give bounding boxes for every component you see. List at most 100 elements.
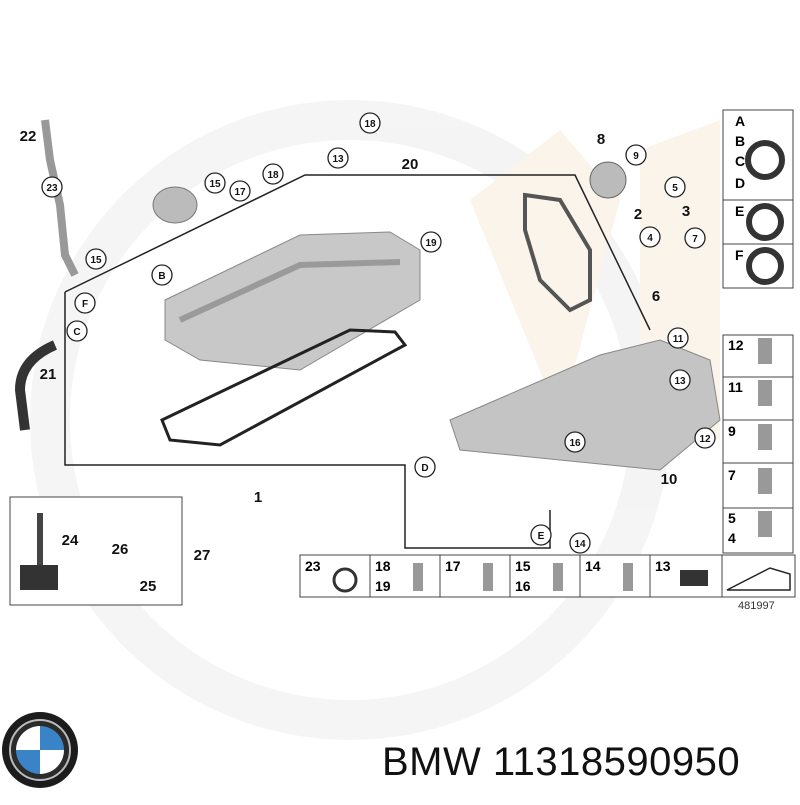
bolt-icon [553,563,563,591]
bolt-icon [483,563,493,591]
callout-label: 15 [209,179,221,190]
callout-label: 3 [682,203,690,220]
callout-circle [41,176,63,198]
callout-circle [530,524,552,546]
callout-label: E [538,531,545,542]
callout-label: 20 [402,156,419,173]
callout-1: 1 [254,489,262,506]
callout-B: B [151,264,173,286]
panel-letter: C [735,153,745,169]
callout-label: 18 [267,170,279,181]
callout-label: C [73,327,80,338]
bottom-panel-label: 13 [655,558,671,574]
callout-label: 2 [634,206,642,223]
main-frame [64,292,551,549]
fastener-icon [758,338,772,364]
bottom-panel-label: 19 [375,578,391,594]
callout-circle [85,248,107,270]
callout-3: 3 [682,203,690,220]
callout-23: 23 [41,176,63,198]
callout-circle [625,144,647,166]
callout-14: 14 [569,532,591,554]
callout-7: 7 [684,227,706,249]
callout-label: 4 [647,233,653,244]
callout-C: C [66,320,88,342]
side-panel-label: 12 [728,337,744,353]
callout-label: 10 [661,471,678,488]
diagram-id: 481997 [738,600,775,612]
callout-label: 11 [673,334,684,345]
callout-label: F [82,299,88,310]
callout-label: 1 [254,489,262,506]
injector-part [41,119,79,277]
callout-27: 27 [194,547,211,564]
bottom-panel [299,554,796,598]
callout-25: 25 [140,578,157,595]
callout-label: 19 [425,238,437,249]
bottom-panel-label: 16 [515,578,531,594]
callout-circle [359,112,381,134]
fastener-icon [758,380,772,406]
callout-circle [414,456,436,478]
fastener-icon [758,468,772,494]
panel-letter: E [735,203,744,219]
callout-label: 13 [674,376,686,387]
callout-label: 23 [46,183,58,194]
hose-part [14,340,58,431]
sensor-box [9,496,183,606]
callout-label: 18 [364,119,376,130]
callout-circle [669,369,691,391]
bottom-panel-label: 18 [375,558,391,574]
valve-cover-part [152,186,421,371]
callout-8: 8 [597,131,605,148]
bottom-panel-label: 23 [305,558,321,574]
callout-circle [66,320,88,342]
panel-letter: F [735,247,744,263]
callout-label: 14 [574,539,586,550]
callout-circle [151,264,173,286]
bmw-logo [2,712,78,788]
callout-circle [694,427,716,449]
callout-6: 6 [652,288,660,305]
callout-label: 22 [20,128,37,145]
callout-circle [664,176,686,198]
callout-17: 17 [229,180,251,202]
callout-circle [262,163,284,185]
callout-9: 9 [625,144,647,166]
side-panel-label: 9 [728,423,736,439]
callout-circle [204,172,226,194]
callout-13: 13 [327,147,349,169]
timing-chain-part [523,192,592,313]
callout-circle [327,147,349,169]
panel-letter: A [735,113,745,129]
callout-label: 24 [62,532,79,549]
sprocket-part [589,161,627,199]
callout-5: 5 [664,176,686,198]
callout-label: 26 [112,541,129,558]
callout-label: 5 [672,183,678,194]
intake-manifold-part [449,339,721,471]
callout-26: 26 [112,541,129,558]
side-panel-label: 11 [728,379,743,395]
side-panel-label: 7 [728,467,736,483]
callout-label: 6 [652,288,660,305]
panel-letter: B [735,133,745,149]
callout-label: D [421,463,428,474]
callout-13: 13 [669,369,691,391]
gasket-part [160,328,408,447]
callout-F: F [74,292,96,314]
callout-E: E [530,524,552,546]
callout-circle [639,226,661,248]
callout-label: 21 [40,366,57,383]
callout-20: 20 [402,156,419,173]
bottom-panel-label: 15 [515,558,531,574]
bottom-panel-label: 14 [585,558,601,574]
callout-circle [569,532,591,554]
callout-label: B [158,271,165,282]
bolt-icon [413,563,423,591]
callout-18: 18 [359,112,381,134]
callout-label: 13 [332,154,344,165]
callout-18: 18 [262,163,284,185]
